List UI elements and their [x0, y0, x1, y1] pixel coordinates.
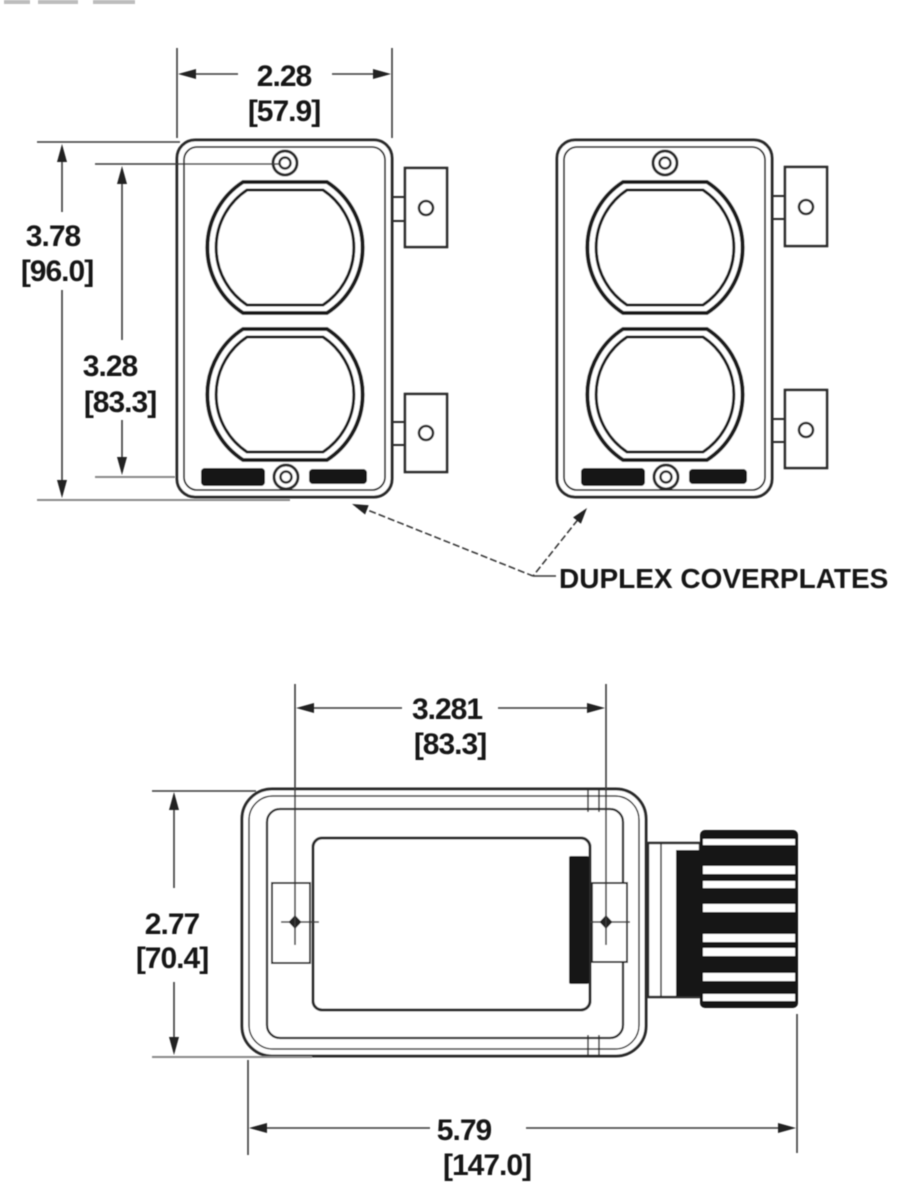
mounting-tab-upper — [392, 166, 449, 249]
screw-hole-top-icon — [271, 149, 299, 177]
dim-plate-width-in: 2.28 — [257, 60, 312, 93]
receptacle-opening-upper — [585, 180, 745, 315]
callout-label: DUPLEX COVERPLATES — [559, 563, 888, 594]
dim-lug-spacing-in: 3.281 — [412, 693, 482, 726]
molded-label-bar — [689, 469, 747, 484]
dimension-box-length: 5.79 [147.0] — [247, 1014, 798, 1182]
dim-box-height-in: 2.77 — [145, 908, 200, 941]
dim-screw-spacing-mm: [83.3] — [84, 386, 156, 419]
dimension-screw-spacing: 3.28 [83.3] — [83, 163, 280, 478]
mounting-tab-upper — [772, 165, 829, 248]
dim-plate-width-mm: [57.9] — [248, 95, 320, 128]
mounting-lug-right — [590, 882, 630, 963]
screw-hole-bottom-icon — [272, 463, 300, 491]
box-opening — [311, 836, 592, 1012]
mounting-tab-lower — [392, 392, 449, 474]
dim-plate-height-mm: [96.0] — [21, 255, 93, 288]
mounting-lug-left — [271, 882, 319, 964]
molded-label-bar — [309, 469, 367, 484]
dim-plate-height-in: 3.78 — [26, 220, 81, 253]
receptacle-opening-lower — [585, 327, 745, 462]
dim-box-length-mm: [147.0] — [443, 1149, 531, 1182]
receptacle-opening-upper — [205, 180, 365, 315]
coverplate-front-right — [555, 138, 829, 499]
molded-label-bar — [581, 468, 645, 486]
gasket-bar — [569, 856, 589, 984]
dim-screw-spacing-in: 3.28 — [83, 350, 138, 383]
dimension-coverplate-width: 2.28 [57.9] — [176, 48, 393, 138]
dim-box-length-in: 5.79 — [437, 1114, 492, 1147]
mounting-tab-lower — [772, 388, 829, 470]
knurled-nut — [700, 830, 798, 1008]
connector-neck — [646, 841, 702, 999]
coverplate-front-left — [175, 138, 449, 499]
dim-lug-spacing-mm: [83.3] — [414, 728, 486, 761]
callout-duplex-coverplates: DUPLEX COVERPLATES — [352, 504, 888, 594]
screw-hole-bottom-icon — [652, 463, 680, 491]
dimension-coverplate-height: 3.78 [96.0] — [21, 141, 290, 501]
weatherproof-box-view — [240, 787, 798, 1058]
receptacle-opening-lower — [205, 327, 365, 462]
dim-box-height-mm: [70.4] — [136, 942, 208, 975]
molded-label-bar — [201, 468, 265, 486]
scan-artifact-marks — [4, 0, 135, 4]
screw-hole-top-icon — [651, 149, 679, 177]
dimension-box-height: 2.77 [70.4] — [136, 790, 312, 1058]
dimension-box-lug-spacing: 3.281 [83.3] — [294, 684, 607, 945]
